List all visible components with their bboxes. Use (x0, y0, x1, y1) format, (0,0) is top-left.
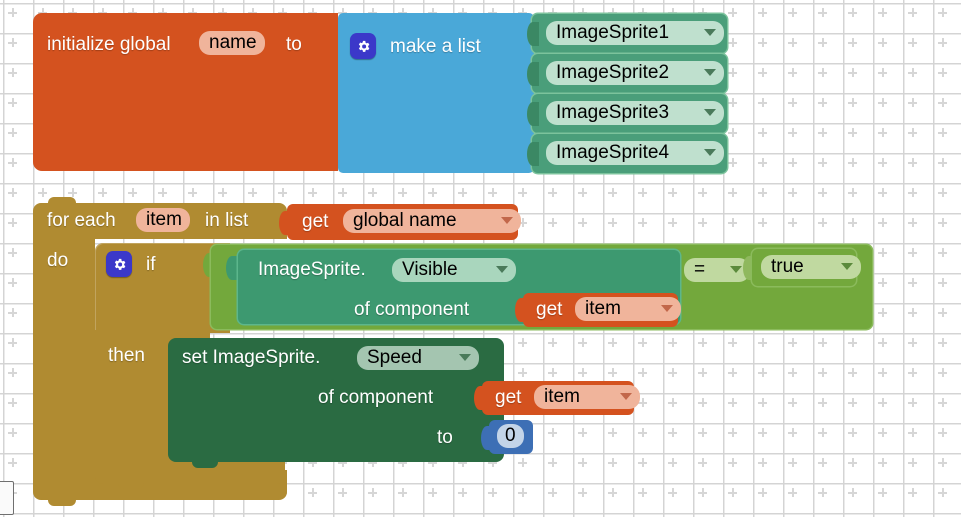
global-name-dropdown[interactable]: global name (343, 209, 521, 233)
true-dropdown[interactable]: true (761, 255, 861, 279)
chevron-down-icon (730, 266, 742, 273)
sprite-dropdown[interactable]: ImageSprite3 (546, 101, 724, 125)
chevron-down-icon (620, 393, 632, 400)
initialize-global-label: initialize global (47, 34, 171, 55)
list-item-socket (527, 22, 539, 46)
list-item[interactable]: ImageSprite3 (527, 94, 727, 133)
comparison-left-socket (226, 256, 238, 280)
for-each-top-notch (48, 197, 76, 207)
chevron-down-icon (704, 69, 716, 76)
chevron-down-icon (704, 29, 716, 36)
list-item-label: ImageSprite1 (556, 22, 670, 43)
list-item-socket (527, 102, 539, 126)
list-item[interactable]: ImageSprite2 (527, 54, 727, 93)
set-property-value: Speed (367, 347, 422, 368)
for-each-variable-value: item (146, 209, 182, 230)
block-get-global-name[interactable]: get global name (287, 204, 521, 240)
block-initialize-global[interactable]: initialize global name to (33, 13, 356, 171)
number-value: 0 (505, 425, 516, 446)
for-each-bottom-notch (48, 496, 76, 506)
chevron-down-icon (661, 305, 673, 312)
set-property-dropdown[interactable]: Speed (357, 346, 479, 370)
list-item-label: ImageSprite3 (556, 102, 670, 123)
chevron-down-icon (704, 149, 716, 156)
list-item-socket (527, 142, 539, 166)
for-each-variable-field[interactable]: item (136, 208, 190, 232)
gear-icon[interactable] (106, 251, 132, 277)
for-each-left-spine (33, 233, 95, 486)
for-each-label: for each (47, 210, 116, 231)
make-a-list-label: make a list (390, 36, 481, 57)
get-label: get (495, 387, 522, 408)
block-get-item[interactable]: get item (523, 293, 681, 327)
comparison-operator: = (694, 259, 706, 280)
list-item[interactable]: ImageSprite4 (527, 134, 727, 173)
if-bottom-notch (118, 480, 144, 489)
set-to-label: to (437, 427, 453, 448)
if-label: if (146, 254, 156, 275)
for-each-do-label: do (47, 250, 69, 271)
chevron-down-icon (496, 266, 508, 273)
list-item-socket (527, 62, 539, 86)
workspace-corner-widget[interactable] (0, 481, 14, 515)
gear-icon[interactable] (350, 33, 376, 59)
sprite-dropdown[interactable]: ImageSprite4 (546, 141, 724, 165)
sprite-dropdown[interactable]: ImageSprite2 (546, 61, 724, 85)
block-get-item[interactable]: get item (482, 381, 640, 415)
get-item-value: item (585, 298, 621, 319)
logic-true-value: true (771, 256, 804, 277)
chevron-down-icon (501, 217, 513, 224)
list-item[interactable]: ImageSprite1 (527, 14, 727, 53)
chevron-down-icon (459, 354, 471, 361)
block-logic-true[interactable]: true (752, 249, 861, 286)
get-item-value: item (544, 386, 580, 407)
property-dropdown[interactable]: Visible (392, 258, 516, 282)
item-dropdown[interactable]: item (575, 297, 681, 321)
chevron-down-icon (704, 109, 716, 116)
then-label: then (108, 345, 145, 366)
get-global-value: global name (353, 210, 457, 231)
list-item-label: ImageSprite2 (556, 62, 670, 83)
for-each-in-list-label: in list (205, 210, 249, 231)
sprite-dropdown[interactable]: ImageSprite1 (546, 21, 724, 45)
global-name-field[interactable]: name (199, 31, 265, 55)
number-field[interactable]: 0 (497, 424, 524, 448)
block-number[interactable]: 0 (489, 420, 533, 454)
comparison-operator-dropdown[interactable]: = (684, 258, 750, 282)
get-property-component-label: ImageSprite. (258, 259, 366, 280)
initialize-to-label: to (286, 34, 302, 55)
item-dropdown[interactable]: item (534, 385, 640, 409)
property-value: Visible (402, 259, 458, 280)
set-property-bottom-notch (192, 458, 218, 468)
get-label: get (536, 299, 563, 320)
set-property-label: set ImageSprite. (182, 347, 321, 368)
block-make-a-list[interactable]: make a list (338, 13, 534, 173)
chevron-down-icon (841, 263, 853, 270)
set-of-component-label: of component (318, 387, 434, 408)
list-item-label: ImageSprite4 (556, 142, 670, 163)
global-name-value: name (209, 32, 257, 53)
of-component-label: of component (354, 299, 470, 320)
get-label: get (302, 211, 329, 232)
